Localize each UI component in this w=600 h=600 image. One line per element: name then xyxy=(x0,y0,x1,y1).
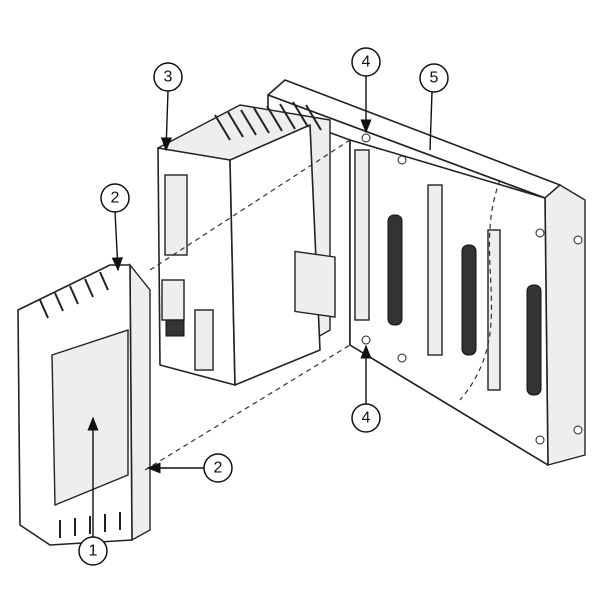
callout-2-top: 2 xyxy=(100,183,130,213)
callout-2-bottom: 2 xyxy=(203,453,233,483)
mounting-screws xyxy=(361,133,583,445)
callout-label: 5 xyxy=(430,70,439,87)
callout-3: 3 xyxy=(153,62,183,92)
slot-connectors xyxy=(354,149,542,396)
chassis xyxy=(267,79,586,466)
leader-lines xyxy=(87,76,433,537)
callout-label: 4 xyxy=(362,54,371,71)
callout-label: 2 xyxy=(214,460,223,477)
callout-1: 1 xyxy=(78,536,108,566)
controller xyxy=(157,101,336,387)
callout-label: 2 xyxy=(111,190,120,207)
module-front-cover xyxy=(17,262,151,546)
callout-5: 5 xyxy=(419,63,449,93)
callout-4-top: 4 xyxy=(351,47,381,77)
callout-label: 1 xyxy=(89,543,98,560)
callout-label: 4 xyxy=(362,410,371,427)
alignment-lines xyxy=(144,139,351,471)
callout-4-bottom: 4 xyxy=(351,403,381,433)
callout-label: 3 xyxy=(164,69,173,86)
